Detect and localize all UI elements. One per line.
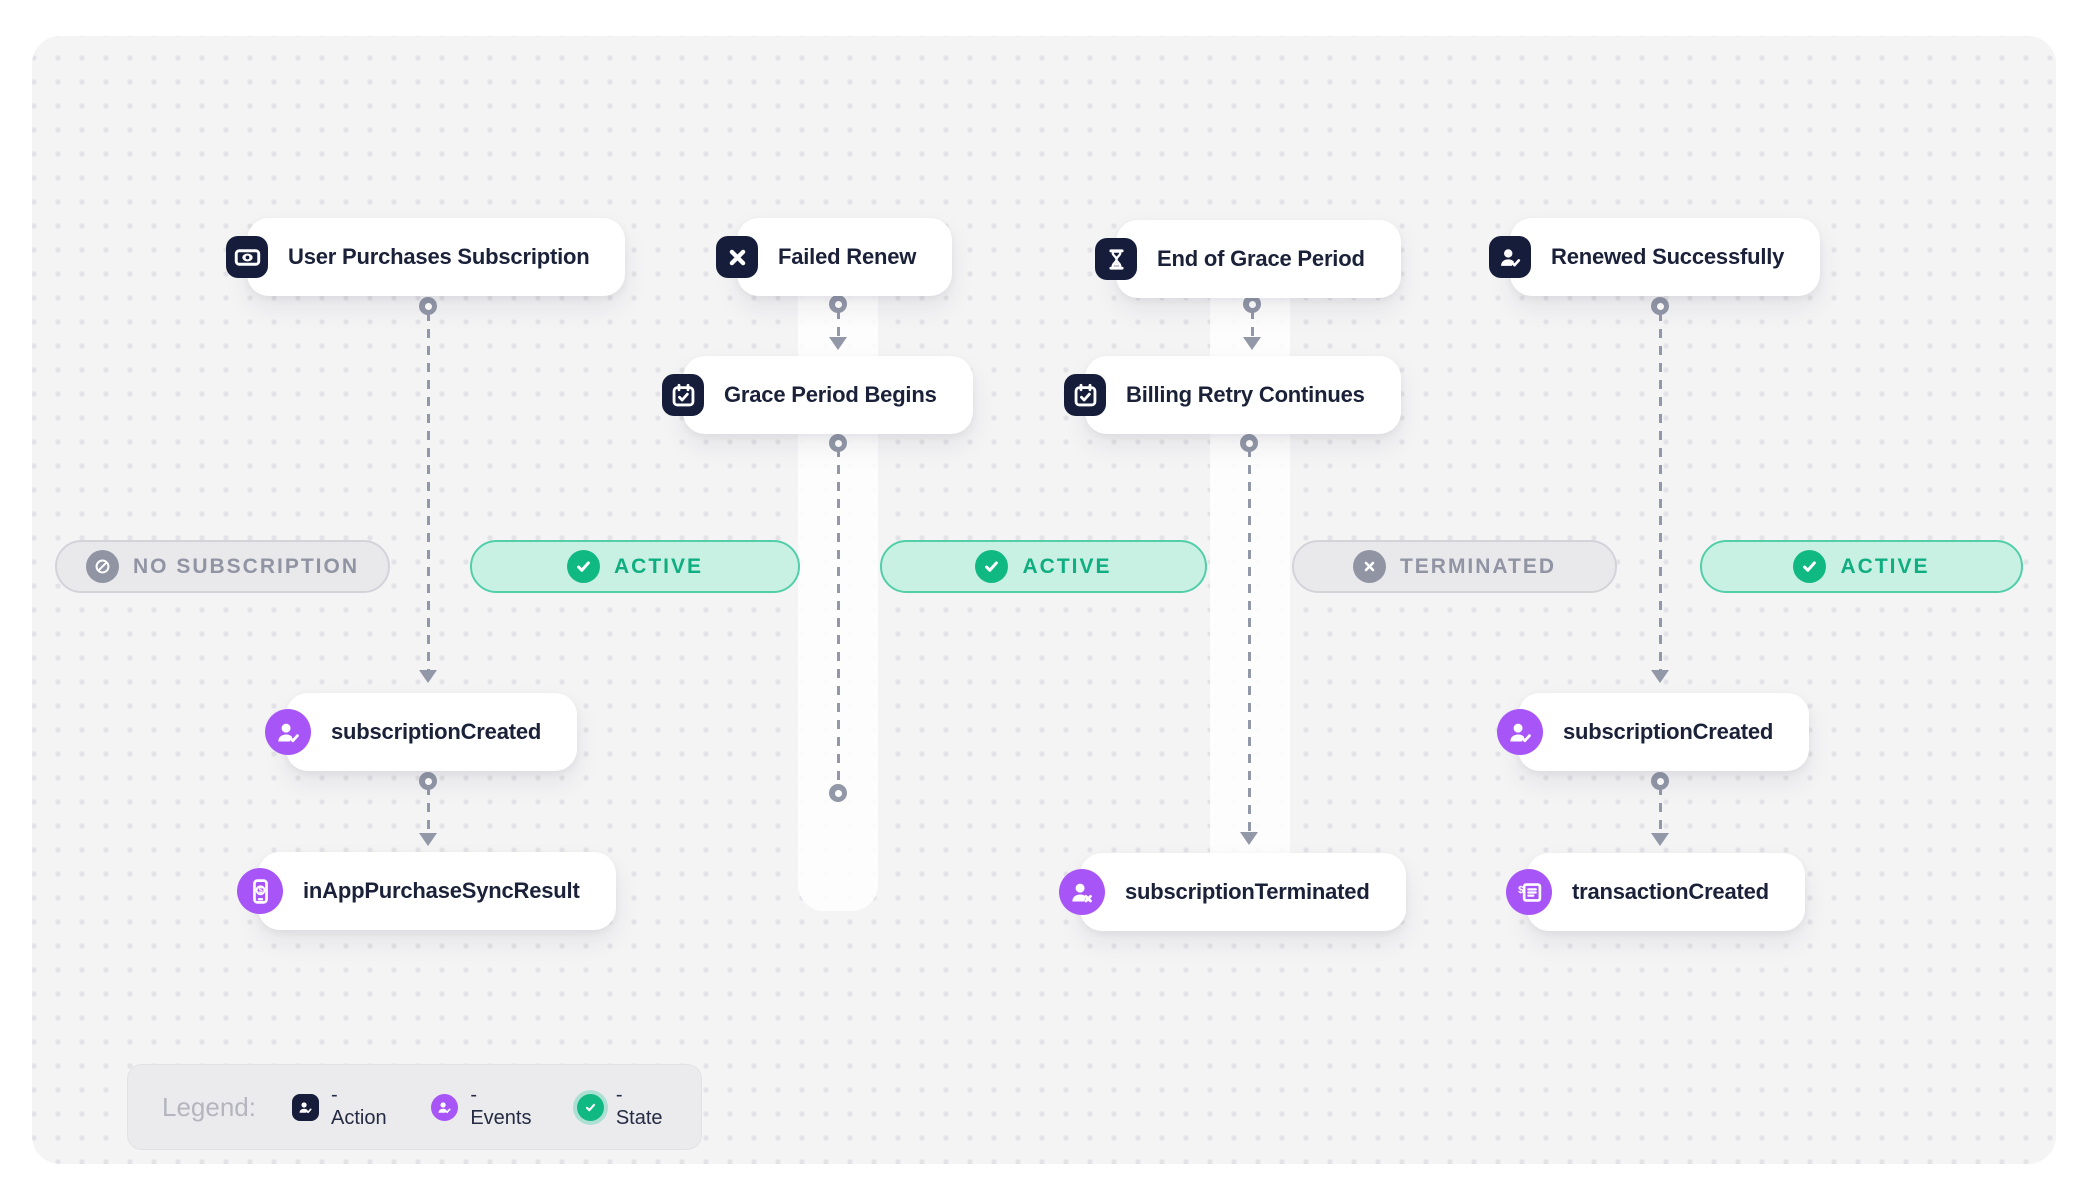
action-label: Failed Renew [778,244,917,269]
legend-title: Legend: [162,1091,256,1122]
legend-label: - State [615,1084,663,1129]
state-pill-no-subscription: NO SUBSCRIPTION [55,540,390,593]
slash-circle-icon [85,550,119,583]
connector-dot [829,295,847,313]
event-label: inAppPurchaseSyncResult [303,878,580,903]
person-check-icon [1497,709,1543,755]
event-node-subscription-terminated: subscriptionTerminated [1059,853,1406,931]
legend-label: - Action [330,1084,387,1129]
connector-dot [419,772,437,790]
person-check-icon [265,709,311,755]
action-label: Renewed Successfully [1551,244,1785,269]
state-pill-active-3: ACTIVE [1700,540,2023,593]
phone-dollar-icon [237,868,283,914]
arrow-down-icon [1240,832,1258,845]
connector-dot [1651,772,1669,790]
connector-line [1250,310,1254,338]
x-circle-icon [1352,550,1386,583]
action-label: End of Grace Period [1157,246,1365,271]
state-pill-active-1: ACTIVE [470,540,800,593]
action-node-renewed-successfully: Renewed Successfully [1489,218,1821,296]
event-label: subscriptionCreated [1563,719,1774,744]
legend-item-state: - State [576,1084,667,1130]
action-label: User Purchases Subscription [288,244,590,269]
event-node-in-app-purchase-sync-result: inAppPurchaseSyncResult [237,852,616,930]
connector-dot [1651,297,1669,315]
state-label: TERMINATED [1399,554,1557,578]
connector-line [426,312,430,682]
event-label: subscriptionCreated [331,719,542,744]
connector-line [1658,786,1662,834]
check-icon [975,550,1009,583]
check-icon [566,550,600,583]
action-node-failed-renew: Failed Renew [716,218,953,296]
arrow-down-icon [419,833,437,846]
person-check-icon [431,1093,459,1121]
state-pill-active-2: ACTIVE [880,540,1207,593]
x-icon [716,236,758,278]
connector-dot [419,297,437,315]
event-label: transactionCreated [1572,879,1769,904]
state-label: NO SUBSCRIPTION [132,554,359,578]
legend-label: - Events [470,1084,532,1129]
action-node-grace-period-begins: Grace Period Begins [662,356,973,434]
connector-dot [829,784,847,802]
calendar-check-icon [662,374,704,416]
arrow-down-icon [829,337,847,350]
arrow-down-icon [1651,670,1669,683]
legend-box: Legend: - Action - Events - State [127,1064,702,1150]
action-label: Grace Period Begins [724,382,937,407]
action-node-billing-retry-continues: Billing Retry Continues [1064,356,1401,434]
connector-line [836,310,840,338]
diagram-canvas: User Purchases Subscription Failed Renew… [32,36,2056,1164]
calendar-check-icon [1064,374,1106,416]
legend-item-events: - Events [431,1084,534,1130]
connector-line [1658,312,1662,682]
person-check-icon [1489,236,1531,278]
arrow-down-icon [1243,337,1261,350]
person-check-icon [291,1093,319,1121]
event-node-subscription-created-1: subscriptionCreated [265,693,578,771]
connector-line [426,786,430,834]
action-node-user-purchases-subscription: User Purchases Subscription [226,218,626,296]
connector-dot [1243,295,1261,313]
state-pill-terminated: TERMINATED [1292,540,1617,593]
connector-dot [829,434,847,452]
cash-icon [226,236,268,278]
arrow-down-icon [1651,833,1669,846]
receipt-icon [1506,869,1552,915]
event-node-transaction-created: transactionCreated [1506,853,1805,931]
person-x-icon [1059,869,1105,915]
action-node-end-of-grace-period: End of Grace Period [1095,220,1401,298]
state-label: ACTIVE [1840,554,1930,578]
state-label: ACTIVE [613,554,703,578]
state-label: ACTIVE [1022,554,1112,578]
event-label: subscriptionTerminated [1125,879,1370,904]
legend-item-action: - Action [291,1084,389,1130]
arrow-down-icon [419,670,437,683]
action-label: Billing Retry Continues [1126,382,1365,407]
check-icon [576,1093,604,1121]
connector-line [836,448,840,788]
event-node-subscription-created-2: subscriptionCreated [1497,693,1810,771]
check-icon [1793,550,1827,583]
connector-line [1247,448,1251,832]
hourglass-icon [1095,238,1137,280]
connector-dot [1240,434,1258,452]
